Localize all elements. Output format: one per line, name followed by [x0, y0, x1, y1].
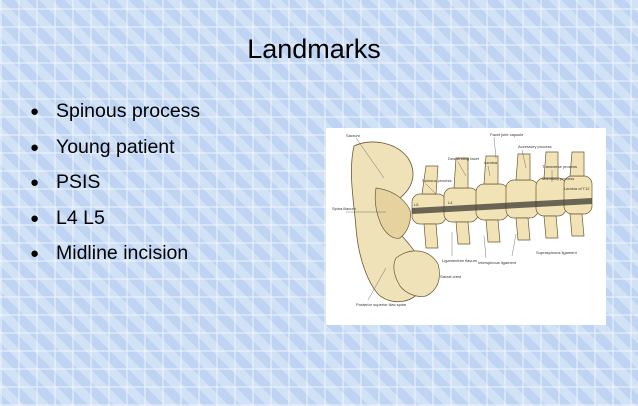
bullet-icon: ● [30, 103, 40, 121]
vertebral-column [411, 151, 593, 249]
label-lamina: Lamina [484, 160, 498, 165]
label-sacrum: Sacrum [346, 133, 360, 138]
label-spina: Spina iliacum [332, 206, 356, 211]
bullet-list: ● Spinous process ● Young patient ● PSIS… [30, 94, 200, 272]
spine-illustration: Sacrum Facet joint capsule Accessory pro… [332, 132, 593, 307]
label-spinous: Spinous process [422, 178, 452, 183]
label-lamina-t12: Lamina of T12 [564, 186, 590, 191]
bullet-text: PSIS [56, 171, 101, 194]
bullet-text: Young patient [56, 135, 175, 158]
label-sacral-crest: Sacral crest [440, 274, 462, 279]
spine-anatomy-figure: Sacrum Facet joint capsule Accessory pro… [326, 128, 606, 325]
bullet-icon: ● [30, 138, 40, 156]
bullet-icon: ● [30, 174, 40, 192]
bullet-icon: ● [30, 245, 40, 263]
leader-lines [346, 136, 553, 301]
slide-title: Landmarks [247, 34, 381, 64]
label-mamillary: Mamillary process [542, 176, 574, 181]
bullet-icon: ● [30, 209, 40, 227]
label-ligamentum-flavum: Ligamentum flavum [442, 258, 478, 263]
bullet-text: Midline incision [56, 242, 189, 265]
bullet-item: ● L4 L5 [30, 201, 200, 237]
label-accessory: Accessory process [518, 144, 552, 149]
bullet-item: ● Spinous process [30, 94, 200, 130]
bullet-item: ● PSIS [30, 165, 200, 201]
bullet-text: L4 L5 [56, 206, 105, 229]
label-supraspinous: Supraspinous ligament [536, 250, 578, 255]
label-l4: L4 [448, 200, 453, 205]
label-facet-capsule: Facet joint capsule [490, 132, 524, 137]
iliac-wing-shape [393, 250, 440, 297]
bullet-item: ● Midline incision [30, 236, 200, 272]
sacrum-shape [374, 187, 411, 239]
label-l5: L5 [414, 202, 419, 207]
bullet-item: ● Young patient [30, 130, 200, 166]
bullet-text: Spinous process [56, 100, 201, 123]
label-transverse: Transverse process [542, 164, 577, 169]
label-interspinous: Interspinous ligament [478, 260, 517, 265]
label-descending-facet: Descending facet [448, 156, 480, 161]
ligament-band [412, 198, 592, 214]
label-psis: Posterior superior iliac spine [356, 302, 407, 307]
